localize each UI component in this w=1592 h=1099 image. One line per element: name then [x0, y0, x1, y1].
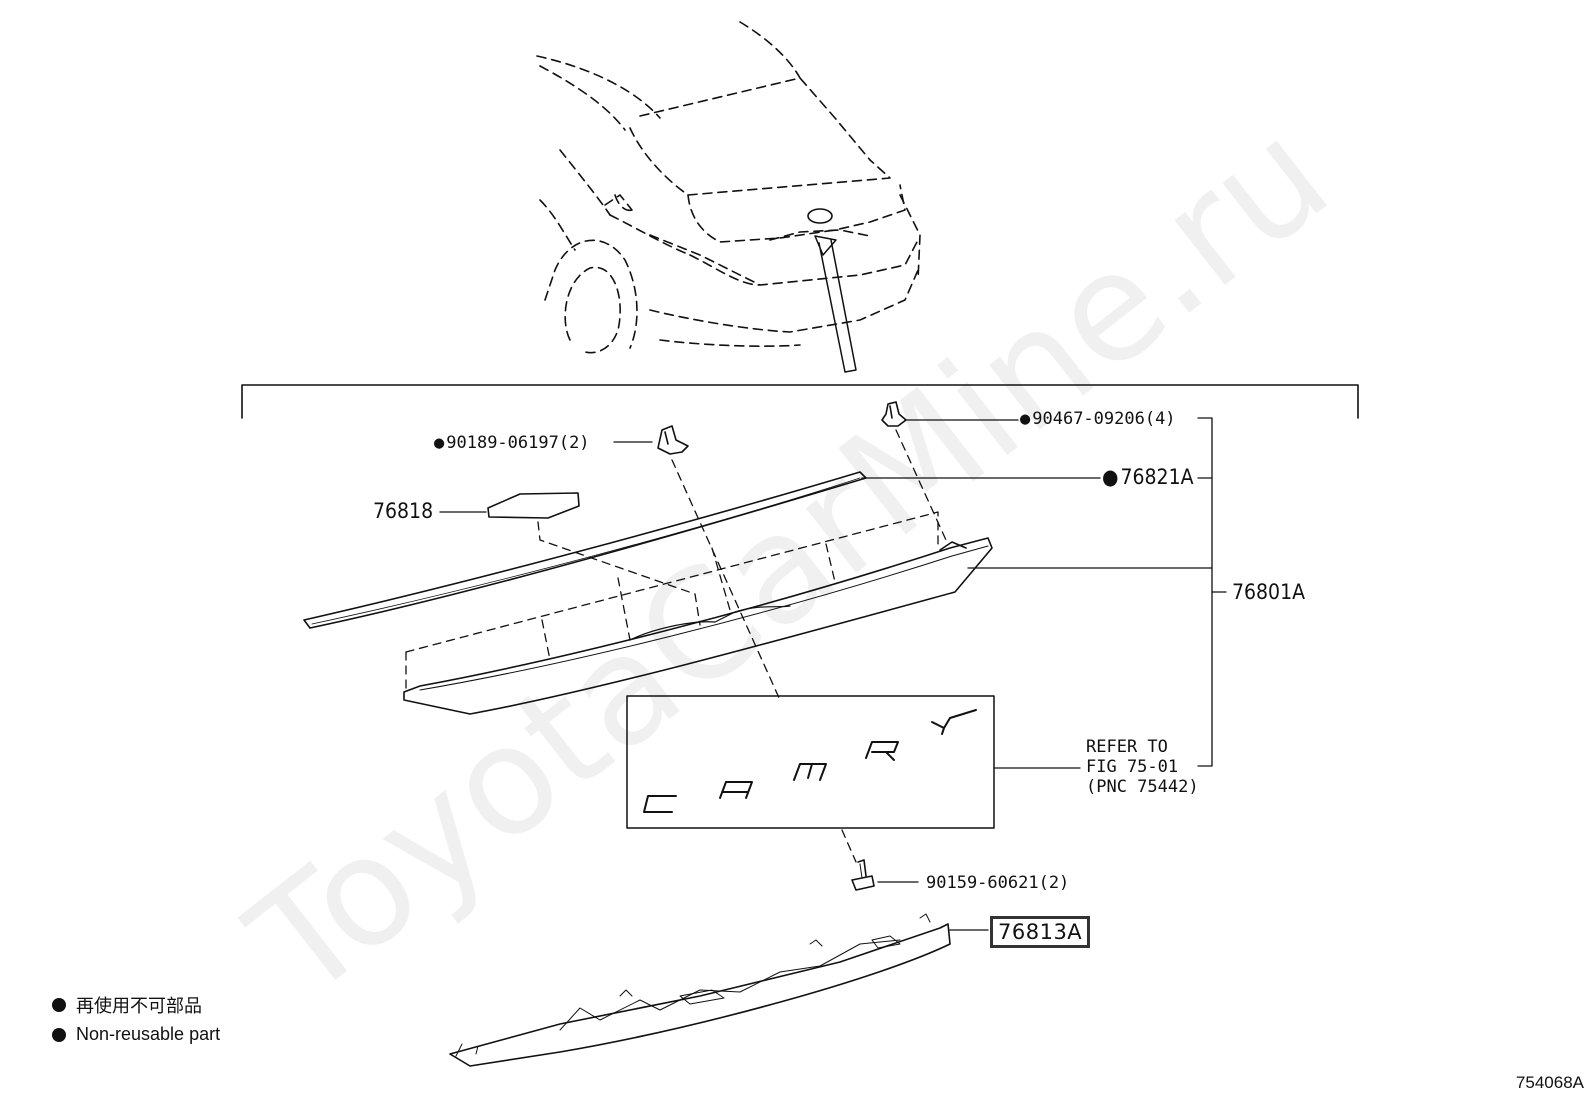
- garnish-76801A: [403, 537, 993, 715]
- group-bracket: [241, 384, 1359, 419]
- part-label-76821A[interactable]: 76821A: [1102, 465, 1194, 489]
- part-label-76801A[interactable]: 76801A: [1232, 580, 1306, 604]
- part-label-90467[interactable]: 90467-09206(4): [1020, 409, 1175, 429]
- illustration-code: 754068A: [1515, 1073, 1584, 1092]
- non-reusable-bullet-icon: [52, 998, 66, 1012]
- part-label-76813A[interactable]: 76813A: [990, 916, 1091, 948]
- screw-90159: [851, 859, 875, 891]
- refer-note[interactable]: REFER TO FIG 75-01 (PNC 75442): [1086, 737, 1199, 797]
- emblem-letter-a: [719, 781, 753, 799]
- part-label-90159[interactable]: 90159-60621(2): [926, 873, 1070, 893]
- part-label-90189[interactable]: 90189-06197(2): [434, 433, 589, 453]
- clip-90467: [881, 401, 907, 427]
- legend-ja-text: 再使用不可部品: [76, 996, 202, 1016]
- legend-row-en: Non-reusable part: [52, 1024, 220, 1045]
- leader-lines: [439, 417, 1227, 931]
- trim-76813A: [449, 913, 951, 1067]
- emblem-letter-r: [865, 741, 899, 761]
- emblem-letter-c: [643, 795, 677, 813]
- non-reusable-bullet-icon: [52, 1027, 66, 1042]
- clip-90189: [657, 425, 689, 455]
- legend: 再使用不可部品 Non-reusable part: [52, 992, 220, 1051]
- car-rear-illustration: [536, 21, 921, 354]
- emblem-letter-m: [793, 763, 827, 781]
- part-label-76818[interactable]: 76818: [373, 499, 434, 523]
- alignment-lines: [405, 429, 947, 863]
- emblem-box: [626, 695, 995, 829]
- pad-76818: [487, 492, 580, 519]
- legend-en-text: Non-reusable part: [76, 1024, 221, 1044]
- emblem-letters: [643, 709, 977, 813]
- emblem-letter-y: [931, 709, 977, 735]
- rear-emblem: [807, 208, 833, 224]
- location-arrow: [814, 235, 857, 373]
- legend-row-ja: 再使用不可部品: [52, 992, 220, 1018]
